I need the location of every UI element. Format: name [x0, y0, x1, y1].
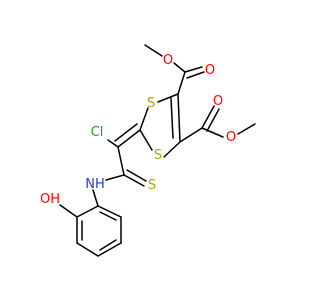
bond-o-methyl2: [237, 123, 256, 135]
bond-ph-inner-2: [99, 239, 117, 251]
bond-ph-c1-c2: [76, 205, 99, 218]
atom-label-s-thio: S: [148, 178, 156, 193]
atom-labels: O O S S O O Cl S NH OH: [40, 53, 236, 207]
bond-c5-c4-double: [170, 97, 174, 139]
bond-thioamide-n: [105, 174, 125, 181]
bond-exo-thioamide: [117, 146, 125, 176]
atom-label-s-ring-top: S: [147, 96, 155, 111]
atom-label-oh: OH: [40, 192, 60, 207]
atom-label-cl: Cl: [91, 125, 104, 140]
bond-exo-cl: [107, 139, 119, 148]
bond-c5-c4: [177, 93, 181, 143]
atom-label-o-ester1-carbonyl: O: [205, 63, 215, 78]
bond-ph-c4-c5: [97, 242, 122, 257]
bond-methyl1-o: [144, 44, 163, 57]
bonds: [59, 44, 256, 257]
bond-c2-s3: [139, 129, 153, 151]
bond-thioamide-s-b: [126, 169, 147, 182]
bond-ph-c3-c4: [76, 242, 99, 257]
bond-ring-ester2: [179, 127, 203, 143]
bond-c-o-double-ester2-a: [201, 105, 215, 129]
bond-ring-c4-s1: [157, 93, 179, 103]
bond-n-phenyl: [92, 189, 99, 207]
bond-ph-c6-c1: [97, 205, 122, 218]
bond-c-o-double-ester2-b: [206, 108, 220, 132]
bond-ester1-ring: [177, 71, 186, 95]
bond-s1-c2: [139, 107, 149, 131]
atom-label-o-ester2-carbonyl: O: [213, 94, 223, 109]
bond-ph-inner-3: [99, 211, 117, 221]
bond-c2-exo: [117, 129, 141, 148]
bond-c-o-ester2: [201, 127, 224, 138]
bond-s3-c5: [163, 141, 181, 158]
atom-label-s-ring-bottom: S: [154, 148, 162, 163]
bond-phenyl-oh: [59, 204, 78, 218]
bond-thioamide-s-a: [123, 174, 145, 187]
bond-c2-exo-double: [114, 123, 138, 142]
bond-c-o-double-ester1-a: [184, 66, 203, 73]
atom-label-nh: NH: [85, 177, 105, 192]
molecule-svg: O O S S O O Cl S NH OH: [40, 44, 256, 257]
atom-label-o-ester1-ether: O: [163, 53, 173, 68]
bond-o-c-ester1: [173, 62, 186, 73]
atom-label-o-ester2-ether: O: [226, 130, 236, 145]
bond-c-o-double-ester1-b: [186, 71, 205, 79]
molecule-structure-diagram: O O S S O O Cl S NH OH: [40, 44, 256, 257]
